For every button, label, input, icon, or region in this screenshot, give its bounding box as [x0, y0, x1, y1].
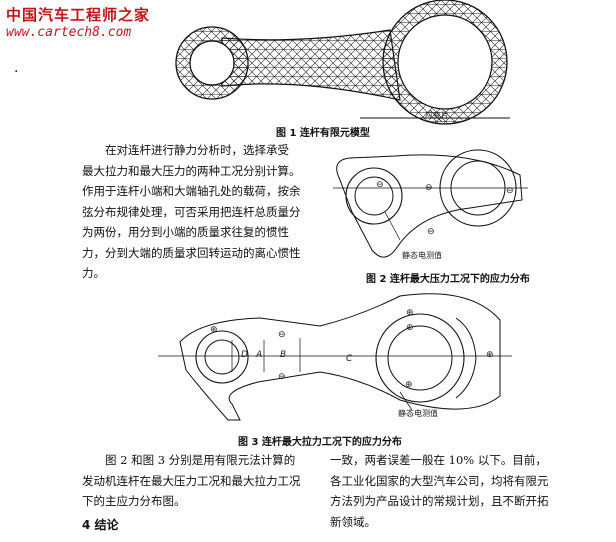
paragraph-1: 在对连杆进行静力分析时，选择承受 最大拉力和最大压力的两种工况分别计算。 作用于…	[82, 140, 322, 284]
p1-line: 弦分布规律处理，可否采用把连杆总质量分	[82, 204, 301, 219]
fig3-section-label: D	[241, 350, 248, 360]
fig3-sign: ⊖	[278, 330, 286, 340]
fig3-sign: ⊖	[278, 372, 286, 382]
fig3-measurement-label: 静态电测值	[398, 409, 438, 418]
fig3-sign: ⊕	[210, 325, 218, 335]
p1-line: 作用于连杆小端和大端轴孔处的载荷，按余	[82, 184, 301, 198]
fig3-sign: ⊕	[405, 380, 413, 390]
fig3-sign: ⊕	[406, 308, 414, 318]
fig1-strain-gauge-label: 应变片	[425, 111, 449, 120]
p3-line: 一致，两者误差一般在 10% 以下。目前，	[330, 453, 547, 467]
fig2-sign: ⊖	[427, 227, 435, 237]
fig3-caption: 图 3 连杆最大拉力工况下的应力分布	[238, 437, 402, 448]
p1-line: 为两份，用分到小端的质量求往复的惯性	[82, 225, 289, 239]
fig2-sign: ⊖	[425, 183, 433, 193]
fig3-sign: ⊕	[406, 323, 414, 333]
p1-line: 在对连杆进行静力分析时，选择承受	[105, 143, 289, 157]
p3-line: 新领域。	[330, 514, 376, 529]
fig3-section-label: A	[256, 350, 263, 360]
p2-line: 下的主应力分布图。	[82, 494, 186, 508]
fig2-sign: ⊖	[506, 186, 514, 196]
fig3-section-label: B	[280, 350, 287, 360]
p1-line: 力。	[82, 266, 105, 280]
margin-mark: ·	[14, 64, 19, 80]
fig2-caption: 图 2 连杆最大压力工况下的应力分布	[366, 274, 530, 285]
paragraph-2: 图 2 和图 3 分别是用有限元法计算的 发动机连杆在最大压力工况和最大拉力工况…	[82, 450, 322, 512]
fig1-caption: 图 1 连杆有限元模型	[276, 128, 370, 139]
fig2-sign: ⊖	[376, 180, 384, 190]
watermark-url: www.cartech8.com	[6, 25, 132, 40]
p1-line: 力，分到大端的质量求回转运动的离心惯性	[82, 245, 301, 260]
fig2-measurement-label: 静态电测值	[402, 251, 442, 260]
fig3-section-label: C	[346, 354, 353, 364]
p3-line: 各工业化国家的大型汽车公司，均将有限元	[330, 473, 549, 488]
p1-line: 最大拉力和最大压力的两种工况分别计算。	[82, 163, 301, 178]
p2-line: 图 2 和图 3 分别是用有限元法计算的	[105, 453, 296, 467]
section-heading-conclusion: 4 结论	[82, 518, 119, 532]
fig3-sign: ⊕	[486, 350, 494, 360]
p2-line: 发动机连杆在最大压力工况和最大拉力工况	[82, 473, 301, 488]
paragraph-3: 一致，两者误差一般在 10% 以下。目前， 各工业化国家的大型汽车公司，均将有限…	[330, 450, 590, 532]
p3-line: 方法列为产品设计的常规计划，且不断开拓	[330, 494, 549, 508]
watermark-title: 中国汽车工程师之家	[6, 6, 151, 24]
